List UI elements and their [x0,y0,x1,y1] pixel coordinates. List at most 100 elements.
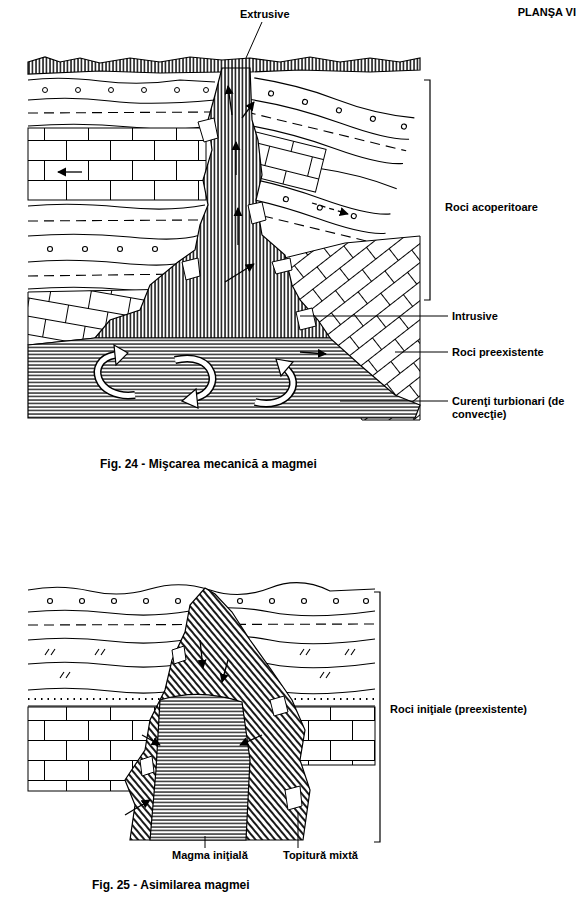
strata-right-tilted [283,196,289,202]
mixed-melt [125,588,310,840]
leader-lines [298,812,299,848]
strata-fig25 [364,599,369,604]
flow-arrows [58,86,348,354]
flow-arrows [200,640,203,668]
part-label: Topitură mixtă [283,849,383,862]
xenolith-blocks [140,646,302,810]
flow-arrows [142,735,160,745]
strata-left-middle [48,247,53,252]
strata-right-tilted [302,99,308,105]
strata-left-middle [28,260,190,265]
strata-right-tilted [321,167,397,189]
part-label: Roci acoperitoare [445,201,575,214]
strata-left-middle [48,247,158,252]
strata-left-top [175,88,180,93]
strata-left-middle [118,247,123,252]
flow-arrows [312,203,348,214]
strata-left-top [28,78,215,129]
flow-arrows [228,86,232,115]
flow-arrows [225,264,254,282]
strata-left-middle [28,234,200,239]
leader-lines [246,22,448,401]
xenolith-blocks [198,118,218,142]
strata-left-middle [83,247,88,252]
strata-left-top [109,88,114,93]
limestone-left-top [28,128,206,200]
part-label: Roci preexistente [452,346,577,359]
strata-left-top [28,112,215,113]
strata-fig25 [334,599,339,604]
strata-right-tilted [268,90,274,96]
flow-arrows [237,208,238,245]
magma-conduit [95,68,330,338]
flow-arrows [235,142,236,175]
part-label: Roci iniţiale (preexistente) [390,703,580,716]
strata-fig25 [270,599,275,604]
strata-right-tilted [268,90,407,129]
part-label: Intrusive [452,310,572,323]
strata-fig25 [238,599,243,604]
flow-arrows [125,800,150,815]
strata-left-middle [28,220,200,221]
bracket [374,592,380,842]
plate-title: PLANŞA VI [470,6,576,19]
magma-chamber [28,338,420,418]
flow-arrows [125,640,262,815]
strata-left-top [43,88,48,93]
xenolith-blocks [272,258,292,274]
xenolith-blocks [296,308,316,330]
leader-lines [395,352,448,353]
leader-lines [340,401,448,402]
strata-right-tilted [401,124,407,130]
strata-right-tilted [253,76,414,121]
leader-lines [205,812,298,848]
strata-left-top [28,98,215,103]
flow-arrows [242,102,254,118]
strata-left-middle [28,204,205,209]
figure-caption: Fig. 25 - Asimilarea magmei [92,879,392,893]
strata-left-top [43,88,209,93]
xenolith-blocks [285,786,302,810]
strata-fig25 [176,599,181,604]
part-label: Magma iniţială [172,849,272,862]
strata-right-tilted [370,116,376,122]
convection-arrows [255,368,293,404]
leader-lines [246,22,262,58]
strata-fig25 [80,599,85,604]
figure-caption: Fig. 24 - Mişcarea mecanică a magmei [100,458,400,472]
strata-left-middle [153,247,158,252]
flow-arrows [240,735,262,745]
bracket [424,80,430,300]
leader-lines [300,316,448,317]
xenolith-blocks [248,202,266,224]
strata-fig25 [112,599,117,604]
flow-arrows [58,171,82,172]
strata-left-top [76,88,81,93]
strata-fig25 [302,599,307,604]
flow-arrows [222,660,228,682]
part-label: Extrusive [240,8,330,21]
xenolith-blocks [182,118,316,330]
leader-lines [205,836,206,848]
convection-arrows [114,345,128,365]
xenolith-blocks [182,258,200,280]
convection-arrows [276,359,293,376]
strata-fig25 [48,599,53,604]
part-label: Curenţi turbionari (de convecţie) [452,395,574,420]
xenolith-blocks [140,756,154,776]
convection-arrows [98,345,293,408]
xenolith-blocks [270,696,288,716]
xenolith-blocks [172,646,186,664]
convection-arrows [255,368,293,404]
strata-left-top [28,78,215,83]
strata-right-tilted [336,107,342,113]
strata-left-top [204,88,209,93]
strata-left-top [142,88,147,93]
strata-fig25 [144,599,149,604]
initial-magma [150,694,250,840]
strata-right-tilted [351,213,357,219]
flow-arrows [300,352,326,354]
convection-arrows [182,389,198,408]
